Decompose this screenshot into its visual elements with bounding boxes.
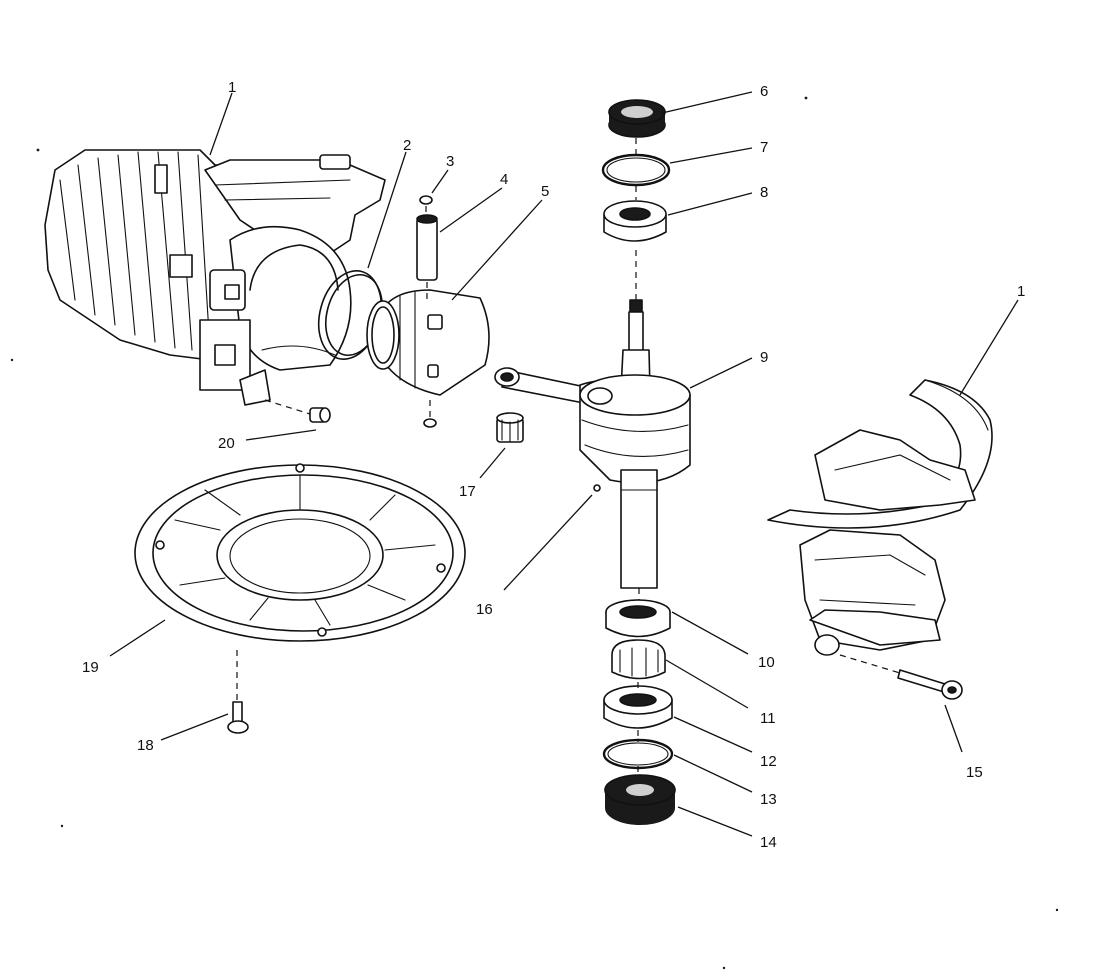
- callout-15: 15: [966, 764, 983, 781]
- bearing-cage: [611, 639, 666, 680]
- callout-labels: 1 2 3 4 5 6 7 8 9 1 10 11 12 13 14 15 16…: [82, 79, 1025, 851]
- callout-2: 2: [403, 137, 411, 154]
- callout-5: 5: [541, 183, 549, 200]
- piston-pin-clips: [419, 195, 437, 428]
- plate-screw: [227, 650, 249, 734]
- callout-9: 9: [760, 349, 768, 366]
- callout-19: 19: [82, 659, 99, 676]
- callout-7: 7: [760, 139, 768, 156]
- callout-1-crankcase: 1: [1017, 283, 1025, 300]
- callout-18: 18: [137, 737, 154, 754]
- crankcase-half-right: [767, 379, 993, 656]
- callout-14: 14: [760, 834, 777, 851]
- lower-seal-housing: [605, 599, 671, 638]
- needle-bearing: [496, 412, 524, 443]
- dowel-pin: [593, 484, 601, 492]
- scan-specks: [10, 96, 1059, 970]
- cylinder-crankcase-half: [44, 149, 386, 406]
- lower-seal: [604, 774, 676, 825]
- crankcase-bolt: [839, 654, 963, 700]
- callout-13: 13: [760, 791, 777, 808]
- retaining-ring-upper: [601, 153, 671, 187]
- callout-16: 16: [476, 601, 493, 618]
- spacer: [264, 399, 331, 423]
- callout-6: 6: [760, 83, 768, 100]
- callout-10: 10: [758, 654, 775, 671]
- upper-bearing: [603, 200, 667, 242]
- backing-plate: [134, 463, 466, 642]
- callout-8: 8: [760, 184, 768, 201]
- upper-seal: [608, 99, 666, 138]
- callout-1-cylinder: 1: [228, 79, 236, 96]
- callout-11: 11: [760, 710, 776, 727]
- piston-pin: [416, 214, 438, 281]
- retaining-ring-lower: [602, 738, 674, 770]
- callout-3: 3: [446, 153, 454, 170]
- piston: [366, 282, 490, 396]
- callout-17: 17: [459, 483, 476, 500]
- callout-20: 20: [218, 435, 235, 452]
- crankshaft-assembly: [494, 299, 691, 605]
- callout-12: 12: [760, 753, 777, 770]
- lower-bearing: [603, 685, 673, 729]
- leader-lines: [109, 91, 1019, 837]
- callout-4: 4: [500, 171, 508, 188]
